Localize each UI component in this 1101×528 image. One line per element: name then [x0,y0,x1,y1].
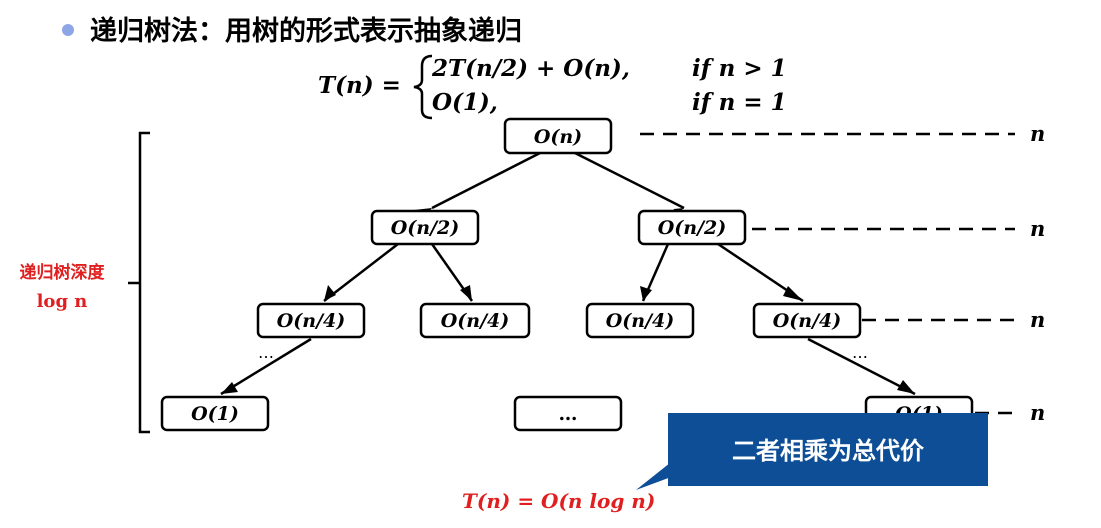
arrowhead [460,285,472,301]
level-cost-1: n [1030,216,1045,241]
edge-root-left [431,151,541,210]
ellipsis-left: … [258,343,274,362]
arrowhead [897,380,915,394]
node-l1a [370,209,480,246]
depth-label: 递归树深度 [20,262,106,283]
node-l2c-label: O(n/4) [606,310,675,332]
tree-node-boxes [160,117,974,432]
tree-edges [220,151,916,396]
node-leaf-left-label: O(1) [191,403,239,425]
formula-case2-expr: O(1), [432,89,498,116]
formula-case1-expr: 2T(n/2) + O(n), [431,55,630,82]
edge-l2a-leaf [220,337,312,396]
edge-root-right [574,151,685,210]
arrowhead [221,382,238,394]
node-l2b-label: O(n/4) [441,310,510,332]
level-cost-3: n [1030,400,1045,425]
arrowhead [640,286,652,301]
level-cost-2: n [1030,307,1045,332]
node-l2d-label: O(n/4) [773,310,842,332]
node-l1a-label: O(n/2) [391,217,460,239]
node-leaf-left [160,395,270,432]
node-root-label: O(n) [534,126,582,148]
level-cost-lines [640,132,1015,415]
node-l2d [752,302,862,339]
node-leaf-middle [513,395,623,432]
node-l2a [256,302,366,339]
depth-value: log n [37,291,88,312]
node-l1b [637,209,747,246]
arrowhead [324,285,336,301]
callout-text: 二者相乘为总代价 [732,437,925,465]
callout-box [668,413,988,486]
formula-case1-cond: if n > 1 [692,55,787,82]
ellipsis-right: … [852,343,868,362]
node-l2c [585,302,695,339]
node-l1b-label: O(n/2) [658,217,727,239]
node-root [503,117,613,155]
formula-brace [413,54,433,120]
node-l2b [419,302,531,339]
formula-lhs: T(n) = [318,72,401,99]
slide-title: 递归树法：用树的形式表示抽象递归 [90,15,522,47]
result-formula: T(n) = O(n log n) [462,489,655,513]
edge-l1a-l2a [323,243,399,302]
level-cost-0: n [1030,121,1045,146]
depth-bracket [138,131,150,434]
arrowhead [783,286,803,301]
formula-case2-cond: if n = 1 [692,89,787,116]
node-leaf-middle-label: … [559,403,578,425]
bullet-icon [62,24,74,36]
node-l2a-label: O(n/4) [277,310,346,332]
edge-l2d-leaf [807,337,916,396]
